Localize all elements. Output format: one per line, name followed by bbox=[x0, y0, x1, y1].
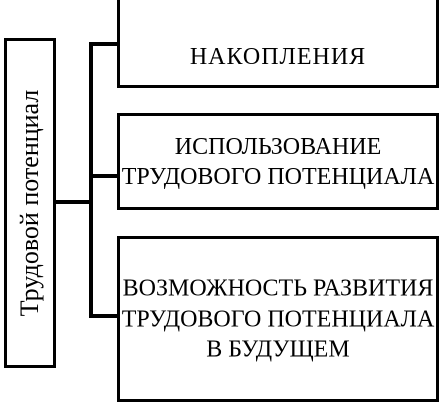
branch-label-future-development: ВОЗМОЖНОСТЬ РАЗВИТИЯ ТРУДОВОГО ПОТЕНЦИАЛ… bbox=[121, 275, 435, 363]
connector-root-to-spine bbox=[56, 200, 93, 204]
connector-branch-1 bbox=[89, 42, 119, 46]
branch-label-usage: ИСПОЛЬЗОВАНИЕ ТРУДОВОГО ПОТЕНЦИАЛА bbox=[121, 133, 435, 190]
branch-label-accumulation: НАКОПЛЕНИЯ bbox=[189, 44, 367, 70]
connector-branch-2 bbox=[89, 174, 119, 178]
branch-box-future-development: ВОЗМОЖНОСТЬ РАЗВИТИЯ ТРУДОВОГО ПОТЕНЦИАЛ… bbox=[117, 236, 439, 402]
branch-box-accumulation: НАКОПЛЕНИЯ bbox=[117, 0, 439, 88]
branch-box-usage: ИСПОЛЬЗОВАНИЕ ТРУДОВОГО ПОТЕНЦИАЛА bbox=[117, 113, 439, 210]
connector-branch-3 bbox=[89, 314, 119, 318]
root-box-labor-potential: Трудовой потенциал bbox=[4, 38, 56, 368]
connector-spine bbox=[89, 42, 93, 318]
root-label: Трудовой потенциал bbox=[15, 89, 44, 317]
